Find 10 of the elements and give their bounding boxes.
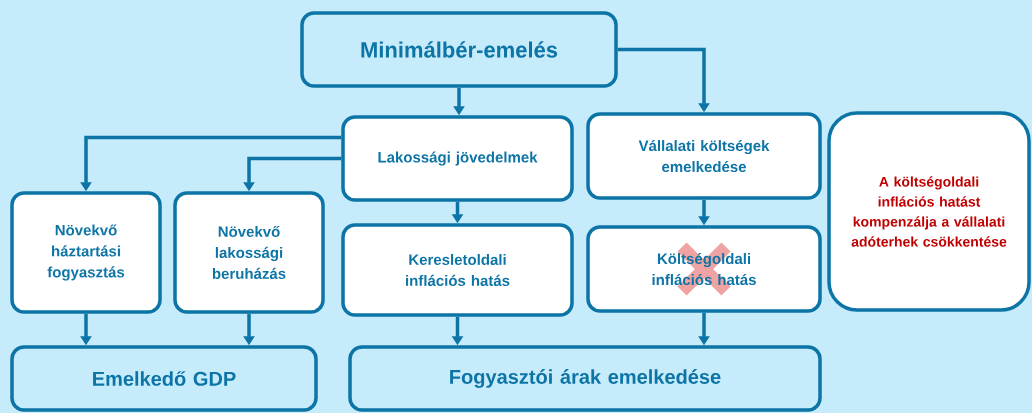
process-box: Költségoldali inflációs hatás <box>586 225 822 313</box>
heading-box: Minimálbér-emelés <box>300 11 618 88</box>
process-box: Keresletoldali inflációs hatás <box>341 223 574 317</box>
process-box: Növekvő háztartási fogyasztás <box>10 191 162 314</box>
process-box: Növekvő lakossági beruházás <box>173 191 325 314</box>
note-box: A költségoldali inflációs hatást kompenzálja a vállalati adóterhek csökkentése <box>827 111 1031 312</box>
result-box: Fogyasztói árak emelkedése <box>348 345 822 412</box>
process-box: Vállalati költségek emelkedése <box>586 112 822 200</box>
process-box: Lakossági jövedelmek <box>341 115 574 202</box>
result-box: Emelkedő GDP <box>10 345 318 412</box>
